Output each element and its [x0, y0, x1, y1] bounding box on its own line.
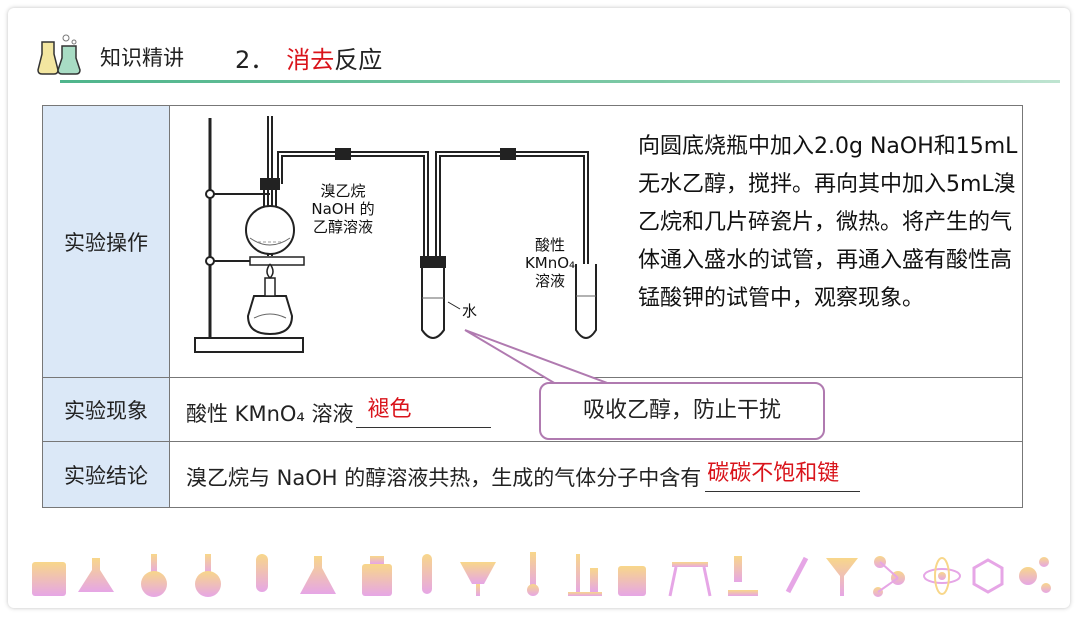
title-highlight: 消去 [286, 46, 335, 74]
row-label-conclusion: 实验结论 [42, 441, 170, 508]
kmno4-label-line3: 溶液 [534, 272, 565, 290]
reagent-bottle-icon [362, 556, 392, 596]
kmno4-label: 酸性 KMnO₄ 溶液 [515, 236, 585, 290]
phenomenon-answer: 褪色 [367, 397, 412, 422]
phenomenon-text: 酸性 KMnO₄ 溶液褪色 [186, 397, 491, 428]
conclusion-prefix: 溴乙烷与 NaOH 的醇溶液共热，生成的气体分子中含有 [186, 466, 702, 490]
flask-label-line2: NaOH 的 [311, 200, 375, 218]
flask-icon [78, 558, 114, 592]
atom-icon [923, 557, 961, 595]
funnel-icon [826, 558, 858, 596]
kmno4-label-line1: 酸性 [534, 236, 565, 254]
stand-icon [568, 554, 602, 596]
operation-cell: 溴乙烷 NaOH 的 乙醇溶液 水 酸性 KMnO₄ 溶液 向圆底烧瓶中加入2.… [169, 105, 1023, 378]
molecule-icon [873, 556, 905, 597]
dropper-icon [785, 556, 809, 594]
round-flask-icon [141, 554, 167, 597]
flask-label-line1: 溴乙烷 [320, 182, 366, 200]
callout-note: 吸收乙醇，防止干扰 [539, 382, 825, 440]
beaker-icon [32, 562, 66, 596]
conical-flask-icon [300, 556, 336, 594]
conclusion-answer: 碳碳不饱和键 [707, 461, 840, 486]
separatory-funnel-icon [460, 562, 496, 596]
apparatus-diagram [194, 116, 597, 353]
flask-label: 溴乙烷 NaOH 的 乙醇溶液 [298, 182, 388, 236]
section-label: 知识精讲 [100, 46, 184, 70]
molecule-icon [1019, 557, 1051, 593]
header: 知识精讲 2． 消去反应 [30, 28, 1050, 78]
beaker-icon [618, 566, 646, 596]
thermometer-icon [527, 552, 539, 596]
answer-blank: 褪色 [355, 397, 491, 428]
test-tube-icon [256, 554, 268, 592]
water-label: 水 [462, 302, 478, 320]
decorative-icon-strip [32, 552, 1051, 597]
conclusion-text: 溴乙烷与 NaOH 的醇溶液共热，生成的气体分子中含有碳碳不饱和键 [186, 461, 861, 492]
tripod-icon [668, 562, 712, 597]
table-row: 实验结论 溴乙烷与 NaOH 的醇溶液共热，生成的气体分子中含有碳碳不饱和键 [42, 441, 1023, 508]
row-label-operation: 实验操作 [42, 105, 170, 378]
test-tube-icon [422, 554, 432, 594]
round-flask-icon [195, 554, 221, 597]
conclusion-cell: 溴乙烷与 NaOH 的醇溶液共热，生成的气体分子中含有碳碳不饱和键 [169, 441, 1023, 508]
benzene-icon [972, 558, 1004, 594]
title-rest: 反应 [334, 46, 383, 74]
kmno4-label-line2: KMnO₄ [524, 254, 576, 272]
page-title: 2． 消去反应 [235, 40, 382, 75]
lab-flask-logo-icon [37, 34, 81, 75]
phenomenon-prefix: 酸性 KMnO₄ 溶液 [186, 402, 354, 426]
header-divider [60, 80, 1060, 83]
operation-text: 向圆底烧瓶中加入2.0g NaOH和15mL无水乙醇，搅拌。再向其中加入5mL溴… [638, 134, 1018, 311]
table-row: 实验操作 [42, 105, 1023, 378]
title-number: 2． [235, 46, 275, 74]
answer-blank: 碳碳不饱和键 [705, 461, 861, 492]
microscope-icon [728, 556, 758, 596]
row-label-phenomenon: 实验现象 [42, 377, 170, 442]
flask-label-line3: 乙醇溶液 [312, 218, 373, 236]
